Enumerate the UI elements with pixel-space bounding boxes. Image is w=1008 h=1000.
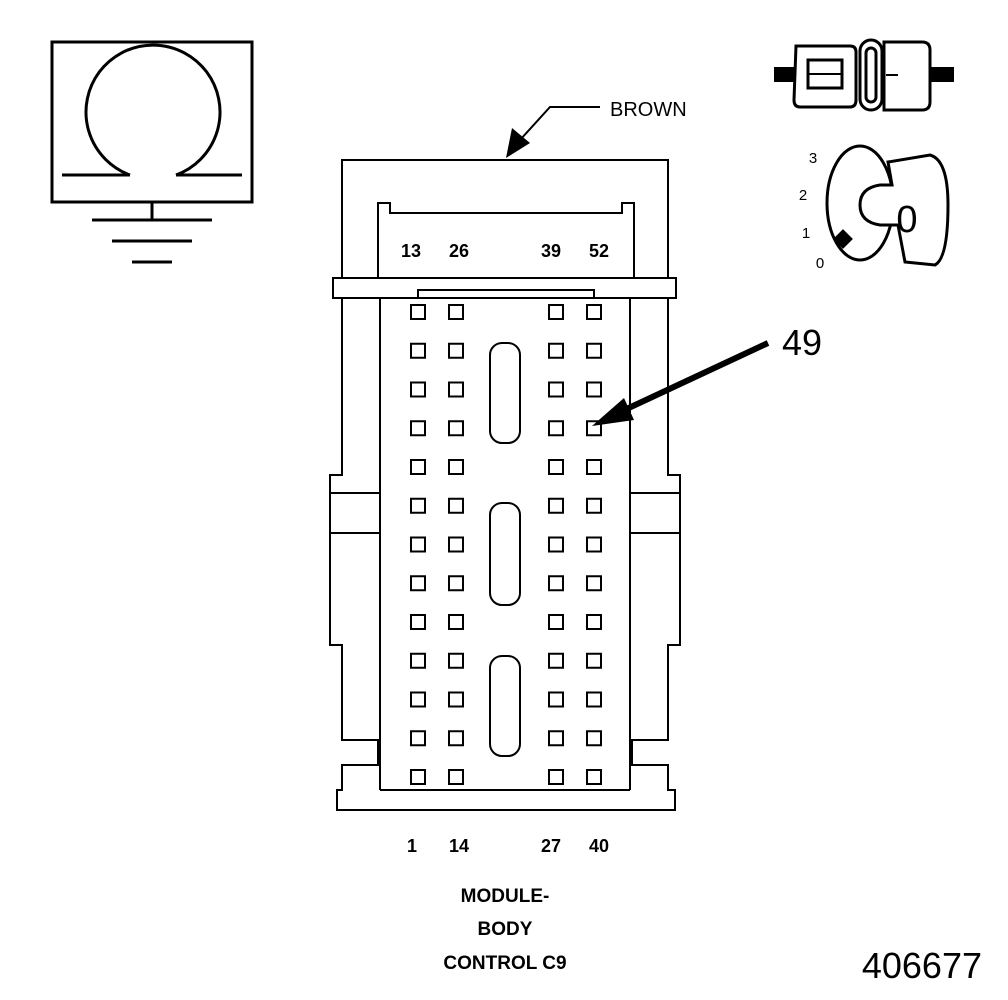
connector-disconnect-icon [774,38,954,112]
callout-pin-label: 49 [782,322,822,363]
pin-cavity [410,536,426,553]
ground-icon [92,202,212,264]
pin-cavity [410,691,426,708]
pin-number-label: 52 [589,241,609,261]
pin-cavity [448,575,464,592]
pin-cavity [448,304,464,320]
caption-line-3: CONTROL C9 [443,953,566,974]
pin-cavity [410,304,426,320]
pin-cavity [586,304,602,320]
ignition-position-3: 3 [809,150,817,167]
pin-cavity [410,459,426,475]
pin-cavity [410,769,426,785]
pin-cavity [586,497,602,514]
pin-cavity [410,614,426,630]
pin-cavity [410,381,426,398]
pin-cavity [448,691,464,708]
pin-cavity [586,536,602,553]
pin-number-label: 1 [407,836,417,856]
caption-line-1: MODULE- [461,886,550,907]
ignition-position-1: 1 [802,225,810,242]
pin-49-callout: 49 [592,322,822,426]
pin-cavity [586,575,602,592]
pin-cavity [410,575,426,592]
wire-color-label: BROWN [610,99,687,121]
pin-cavity [448,652,464,669]
pin-number-label: 27 [541,836,561,856]
pin-cavity [448,730,464,747]
wire-color-callout: BROWN [506,99,687,158]
pin-cavity [548,381,564,398]
pin-cavity [586,342,602,359]
caption-line-2: BODY [478,919,533,940]
ohmmeter-icon [50,40,254,204]
pin-cavity [586,381,602,398]
pin-cavity [586,769,602,785]
pin-cavity [448,536,464,553]
pin-cavity [548,652,564,669]
pin-cavity [586,614,602,630]
top-pin-numbers: 13 26 39 52 [401,241,609,261]
pin-cavity [548,459,564,475]
pin-cavity [548,769,564,785]
pin-cavity [448,420,464,437]
pin-cavity [548,497,564,514]
pin-cavity [448,459,464,475]
pin-cavity [410,342,426,359]
ignition-position-2: 2 [799,187,807,204]
figure-number: 406677 [862,945,982,986]
pin-cavity [586,730,602,747]
ignition-position-0: 0 [816,255,824,272]
pin-cavity [448,342,464,359]
pin-cavity [586,652,602,669]
pin-number-label: 14 [449,836,469,856]
pin-cavity [586,459,602,475]
pin-cavity [548,730,564,747]
pin-cavity [548,304,564,320]
pin-cavity [410,652,426,669]
pin-cavity [448,614,464,630]
pin-cavity [448,497,464,514]
pin-cavity [548,575,564,592]
pin-cavity [548,420,564,437]
pin-cavity [548,342,564,359]
pin-number-label: 40 [589,836,609,856]
pin-cavity [410,730,426,747]
pin-cavity [410,420,426,437]
connector-body [329,159,681,811]
pin-number-label: 26 [449,241,469,261]
pin-cavities [410,304,602,785]
pin-cavity [548,691,564,708]
ignition-key-icon: 0 3 2 1 0 [799,144,950,272]
pin-number-label: 13 [401,241,421,261]
pin-cavity [586,691,602,708]
pin-cavity [410,497,426,514]
pin-cavity [448,381,464,398]
connector-caption: MODULE- BODY CONTROL C9 [443,886,566,974]
pin-number-label: 39 [541,241,561,261]
bottom-pin-numbers: 1 14 27 40 [407,836,609,856]
pin-cavity [548,536,564,553]
pin-cavity [548,614,564,630]
pin-cavity [448,769,464,785]
ignition-key-label: 0 [896,199,917,241]
